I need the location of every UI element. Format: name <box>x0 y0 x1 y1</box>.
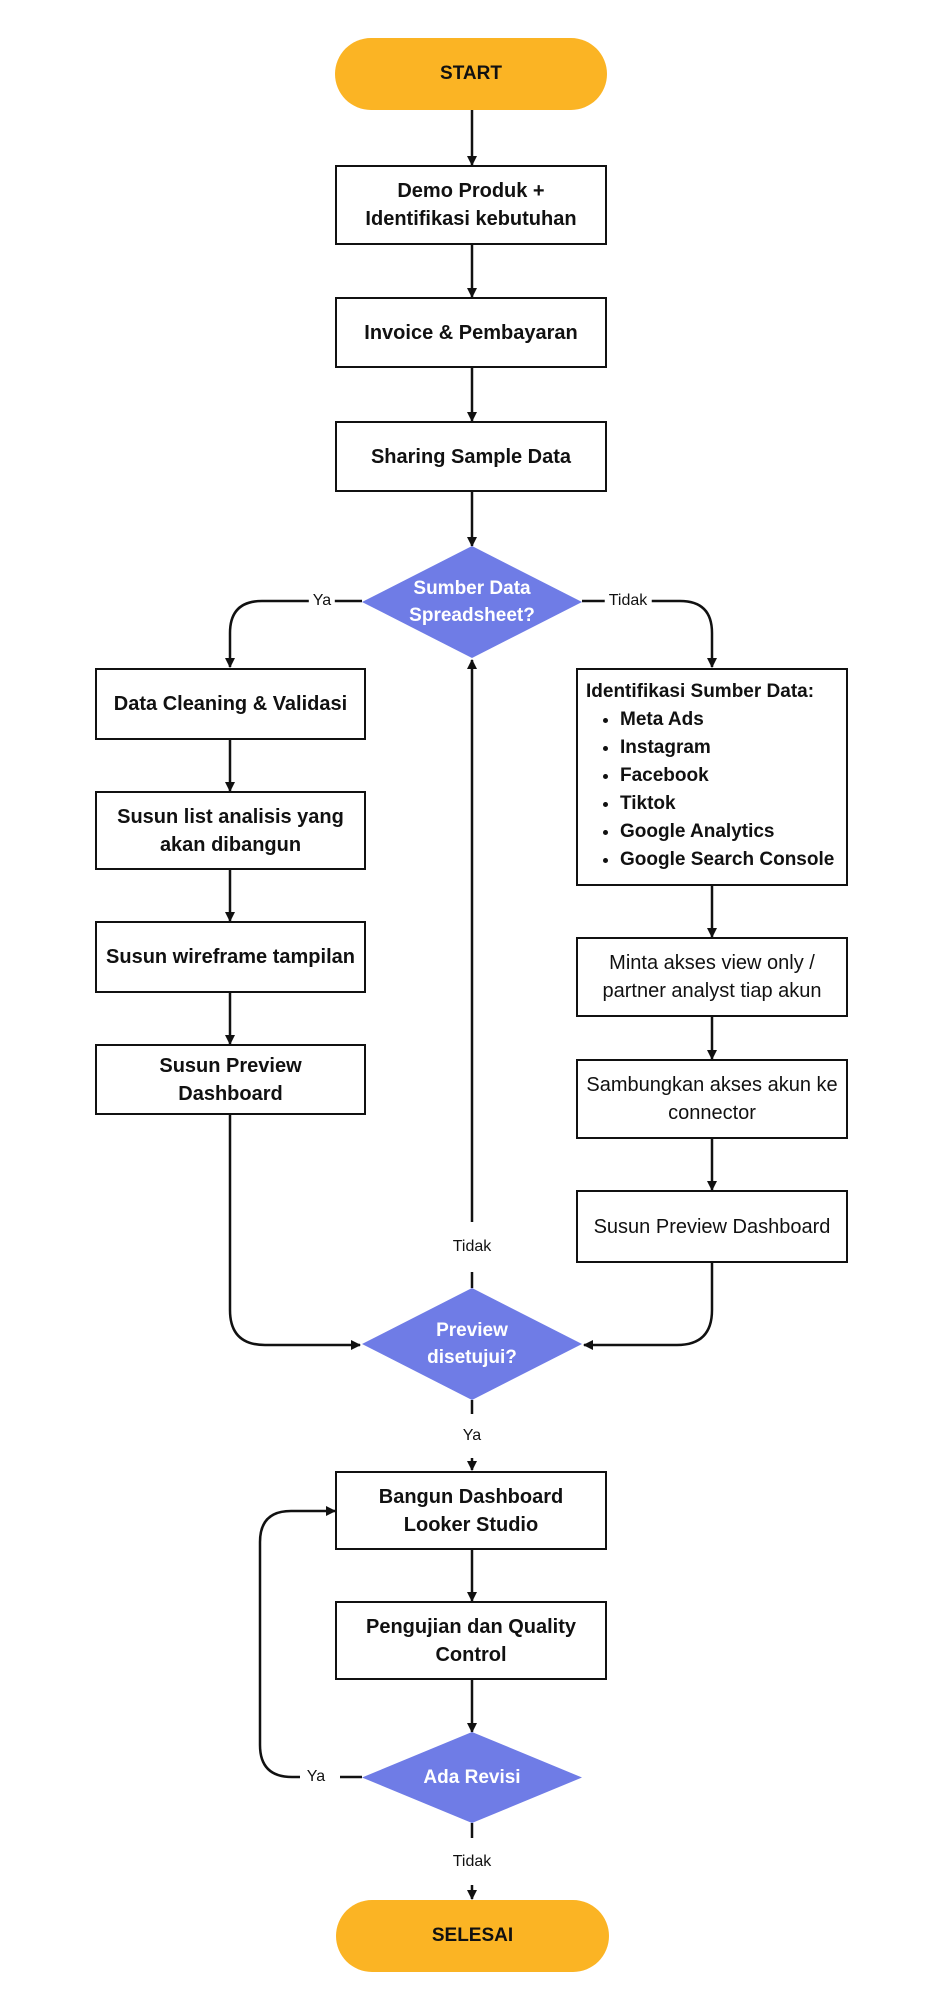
arrow-preview-right-decision <box>583 1263 714 1350</box>
demo-label: Demo Produk + Identifikasi kebutuhan <box>365 180 577 230</box>
susun-list-step: Susun list analisis yang akan dibangun <box>95 791 366 870</box>
revisi-no-label: Tidak <box>448 1853 496 1871</box>
sambungkan-step: Sambungkan akses akun ke connector <box>576 1059 848 1139</box>
preview-left-step: Susun Preview Dashboard <box>95 1044 366 1115</box>
preview-right-label: Susun Preview Dashboard <box>593 1215 831 1238</box>
cleaning-label: Data Cleaning & Validasi <box>113 693 348 715</box>
identifikasi-title: Identifikasi Sumber Data: <box>586 681 815 702</box>
sharing-label: Sharing Sample Data <box>370 445 572 468</box>
source-no-label: Tidak <box>604 592 652 610</box>
source-item-facebook: Facebook <box>620 762 838 790</box>
susun-list-label: Susun list analisis yang akan dibangun <box>117 805 344 856</box>
revisi-yes-label: Ya <box>302 1768 330 1786</box>
arrow-preview-left-decision <box>228 1115 361 1350</box>
cleaning-step: Data Cleaning & Validasi <box>95 668 366 740</box>
arrow-revisi-yes-loop <box>258 1511 362 1779</box>
invoice-step: Invoice & Pembayaran <box>335 297 607 368</box>
sharing-step: Sharing Sample Data <box>335 421 607 492</box>
decision-preview-shape <box>362 1288 582 1400</box>
end-label: SELESAI <box>431 1925 514 1946</box>
arrow-decision-identifikasi <box>582 599 717 668</box>
source-item-instagram: Instagram <box>620 734 838 762</box>
source-item-google-analytics: Google Analytics <box>620 818 838 846</box>
preview-yes-label: Ya <box>458 1427 486 1445</box>
minta-akses-step: Minta akses view only / partner analyst … <box>576 937 848 1017</box>
wireframe-label: Susun wireframe tampilan <box>106 946 355 968</box>
identifikasi-step: Identifikasi Sumber Data: Meta Ads Insta… <box>576 668 848 886</box>
preview-no-label: Tidak <box>448 1238 496 1256</box>
bangun-step: Bangun Dashboard Looker Studio <box>335 1471 607 1550</box>
pengujian-label: Pengujian dan Quality Control <box>365 1615 577 1666</box>
start-label: START <box>440 63 502 84</box>
source-item-tiktok: Tiktok <box>620 790 838 818</box>
demo-step: Demo Produk + Identifikasi kebutuhan <box>335 165 607 245</box>
preview-left-label: Susun Preview Dashboard <box>159 1054 302 1105</box>
decision-source-label: Sumber Data Spreadsheet? <box>409 578 535 626</box>
invoice-label: Invoice & Pembayaran <box>364 321 578 344</box>
sambungkan-label: Sambungkan akses akun ke connector <box>586 1074 838 1124</box>
source-item-meta-ads: Meta Ads <box>620 706 838 734</box>
bangun-label: Bangun Dashboard Looker Studio <box>378 1485 564 1536</box>
decision-source: Sumber Data Spreadsheet? <box>362 546 582 658</box>
minta-akses-label: Minta akses view only / partner analyst … <box>602 952 822 1002</box>
start-terminal: START <box>335 38 607 110</box>
source-yes-label: Ya <box>308 592 336 610</box>
decision-revisi-label: Ada Revisi <box>423 1767 521 1788</box>
decision-preview: Preview disetujui? <box>362 1288 582 1400</box>
preview-right-step: Susun Preview Dashboard <box>576 1190 848 1263</box>
pengujian-step: Pengujian dan Quality Control <box>335 1601 607 1680</box>
wireframe-step: Susun wireframe tampilan <box>95 921 366 993</box>
decision-revisi: Ada Revisi <box>362 1732 582 1823</box>
arrow-decision-cleaning <box>225 599 362 668</box>
decision-source-shape <box>362 546 582 658</box>
source-list: Meta Ads Instagram Facebook Tiktok Googl… <box>586 706 838 874</box>
decision-preview-label: Preview disetujui? <box>427 1320 517 1368</box>
source-item-google-search-console: Google Search Console <box>620 846 838 874</box>
decision-revisi-shape <box>362 1732 582 1823</box>
end-terminal: SELESAI <box>336 1900 609 1972</box>
